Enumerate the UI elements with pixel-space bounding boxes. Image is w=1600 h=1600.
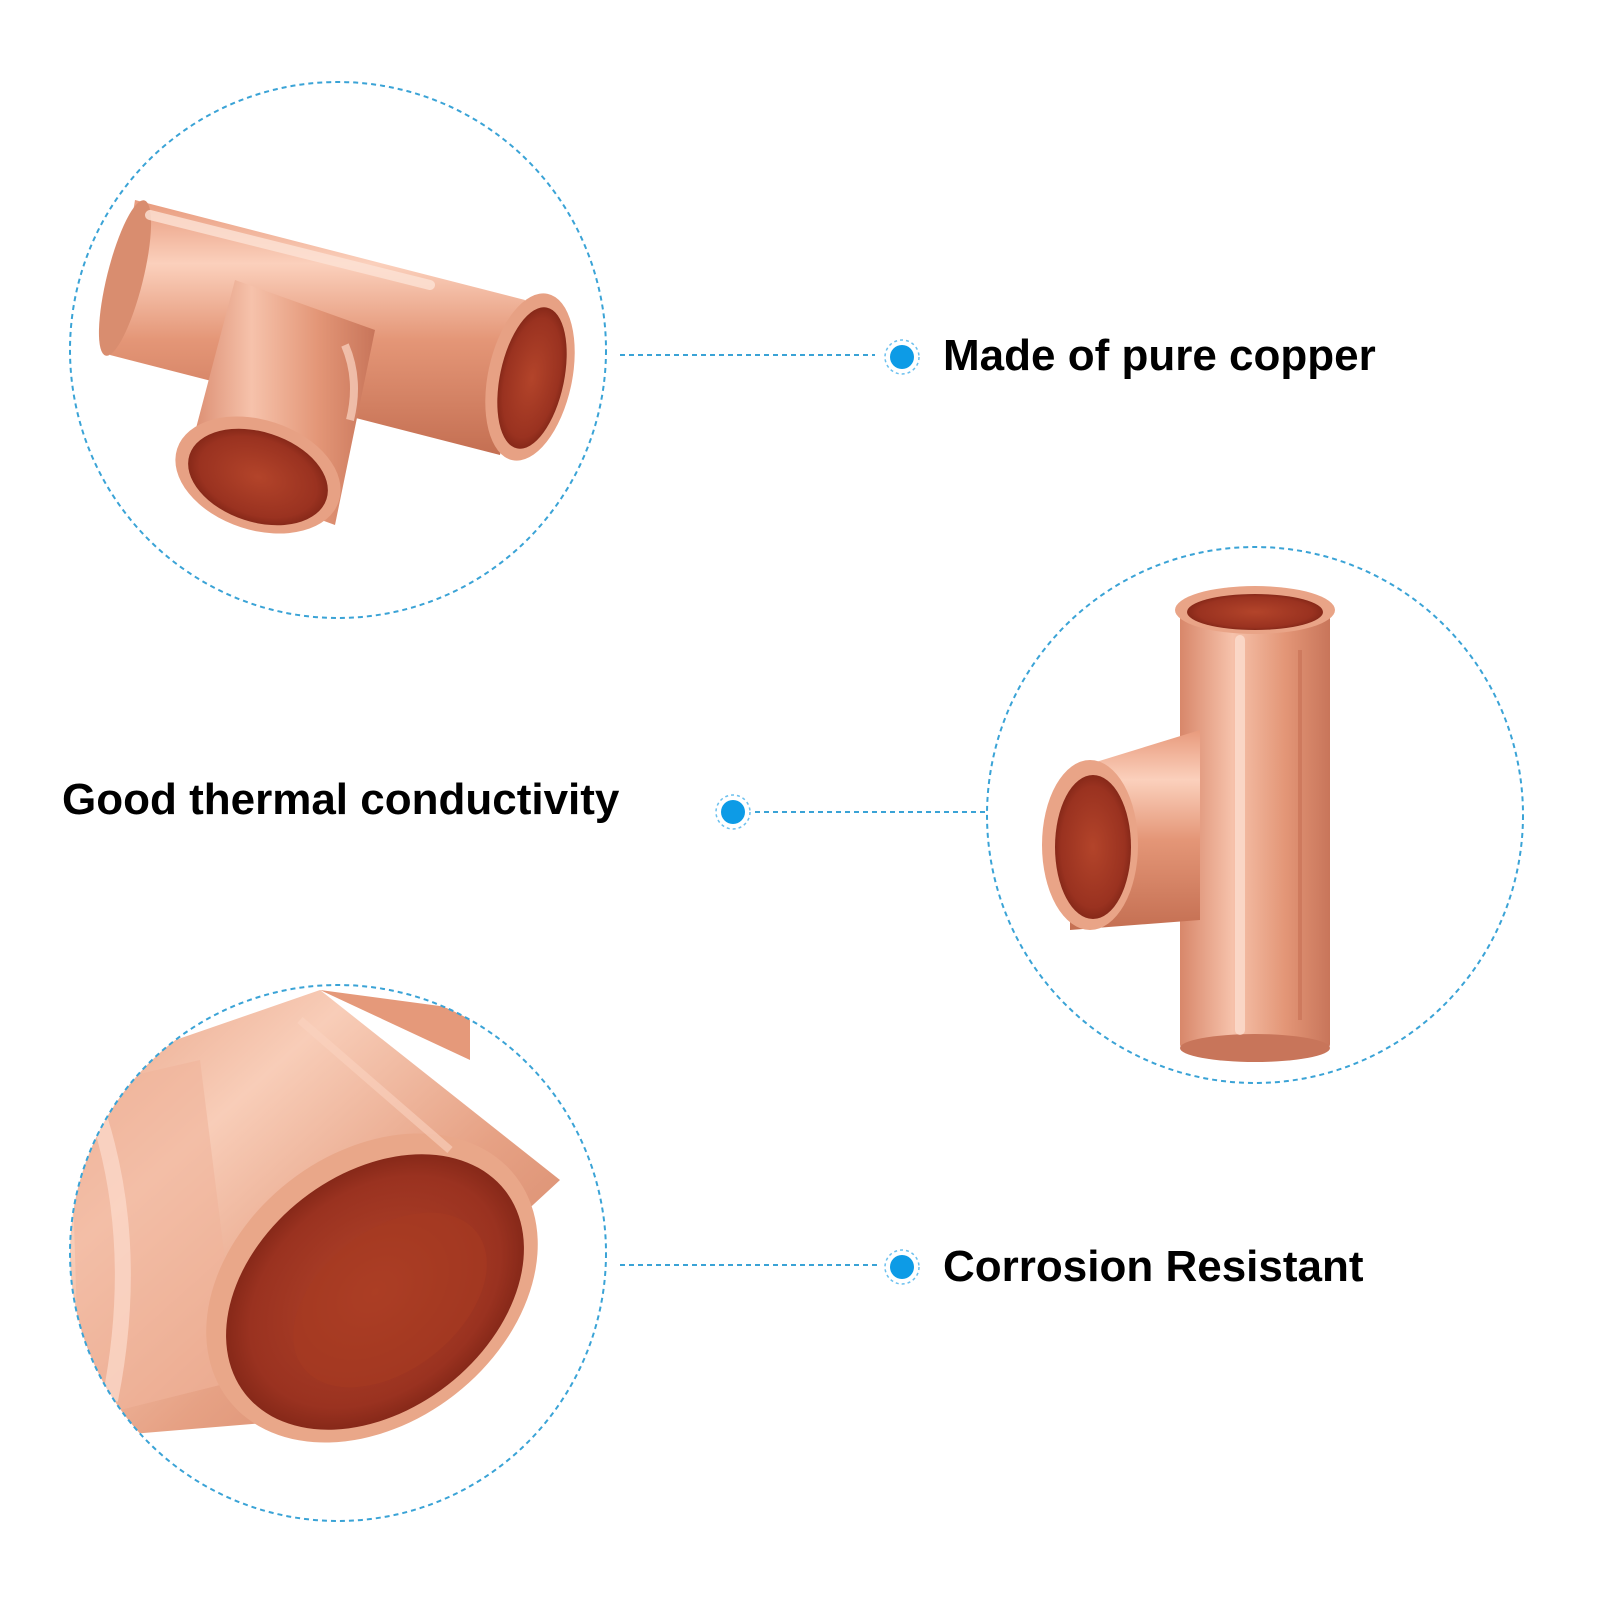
image-frame-circle <box>986 546 1524 1084</box>
bullet-dot <box>721 800 745 824</box>
bullet-dot <box>890 345 914 369</box>
image-frame-circle <box>69 81 607 619</box>
feature-label-pure-copper: Made of pure copper <box>943 331 1376 380</box>
image-frame-circle <box>69 984 607 1522</box>
bullet-ring <box>715 794 751 830</box>
bullet-ring <box>884 1249 920 1285</box>
bullet-dot <box>890 1255 914 1279</box>
feature-pure-copper <box>69 81 920 619</box>
copper-tee-fitting-vertical-icon <box>1042 586 1335 1062</box>
feature-corrosion <box>69 984 920 1522</box>
bullet-ring <box>884 339 920 375</box>
copper-pipe-closeup-icon <box>70 990 560 1443</box>
feature-thermal <box>715 546 1524 1084</box>
feature-label-corrosion: Corrosion Resistant <box>943 1242 1364 1291</box>
feature-label-thermal: Good thermal conductivity <box>62 775 620 824</box>
copper-tee-fitting-horizontal-icon <box>98 200 575 534</box>
